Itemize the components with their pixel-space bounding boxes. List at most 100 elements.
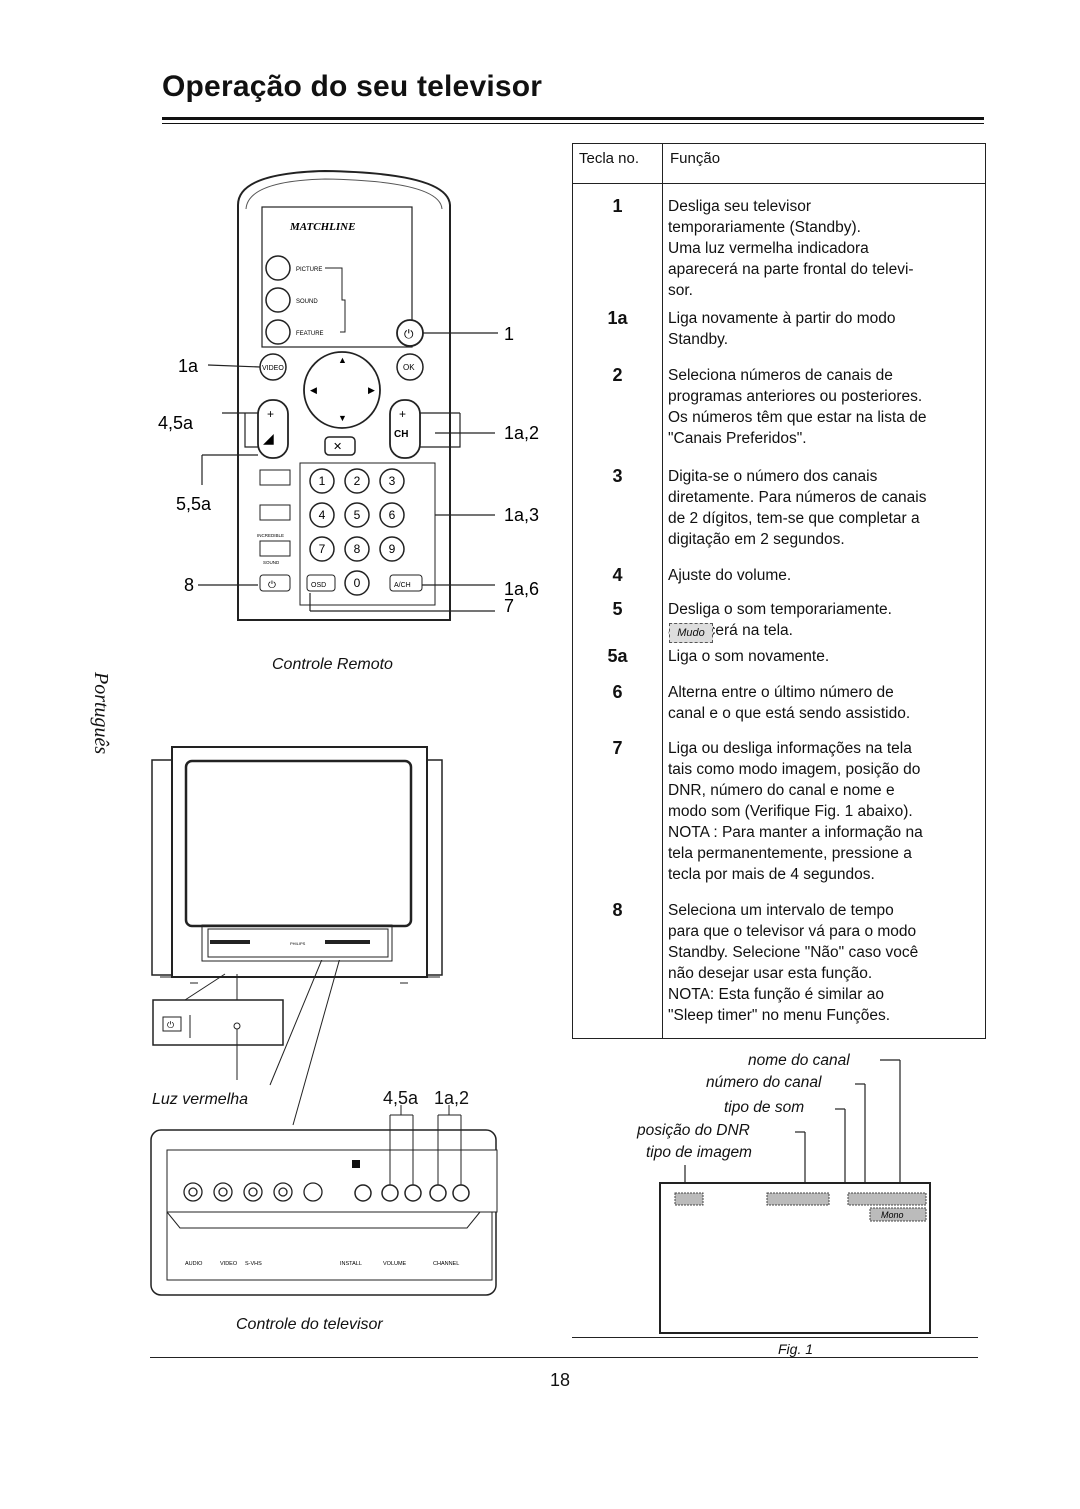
row-key: 8: [612, 900, 623, 920]
ok-label: OK: [403, 363, 415, 372]
row-key: 7: [612, 738, 623, 758]
row-key: 5a: [607, 646, 628, 666]
language-side-tab: Português: [78, 672, 118, 832]
digit-8-button[interactable]: [344, 536, 370, 562]
digit-6-label: 6: [389, 508, 396, 522]
row-key: 6: [612, 682, 623, 702]
row-key: 5: [612, 599, 623, 619]
volume-icon: ◢: [263, 430, 274, 446]
remote-caption: Controle Remoto: [272, 656, 393, 673]
sound-type-indicator: [869, 1207, 927, 1222]
title-rule: [162, 117, 984, 120]
row-key: 3: [612, 466, 623, 486]
volume-rocker[interactable]: [257, 399, 289, 459]
row-text: Liga o som novamente.: [668, 648, 830, 665]
luz-vermelha-label: Luz vermelha: [152, 1091, 249, 1108]
svhs-jack[interactable]: [303, 1182, 323, 1202]
callout-1a-3: 1a,3: [504, 505, 539, 525]
sleep-button[interactable]: [259, 574, 291, 592]
callout-7: 7: [504, 596, 514, 616]
row-key: 4: [612, 565, 623, 585]
sound-button[interactable]: [265, 287, 291, 313]
label-tipo-imagem: tipo de imagem: [646, 1144, 752, 1161]
digit-0-button[interactable]: [344, 570, 370, 596]
digit-3-label: 3: [389, 474, 396, 488]
mute-button[interactable]: [324, 436, 356, 456]
sound-label: SOUND: [296, 299, 318, 305]
navigation-pad[interactable]: [303, 351, 381, 429]
video-label: VIDEO: [262, 365, 284, 372]
label-nome-canal: nome do canal: [748, 1052, 850, 1069]
row-text: Alterna entre o último número de canal e…: [668, 684, 911, 722]
digit-7-button[interactable]: [309, 536, 335, 562]
panel-label-video: VIDEO: [220, 1261, 238, 1267]
footer-rule: [150, 1357, 978, 1358]
volume-plus-button[interactable]: [404, 1184, 422, 1202]
panel-label-audio: AUDIO: [185, 1261, 203, 1267]
row-text: Desliga o som temporariamente. aparecerá…: [668, 601, 892, 639]
panel-label-svhs: S-VHS: [245, 1261, 262, 1267]
row-text: Liga novamente à partir do modo Standby.: [668, 310, 896, 348]
fig1-rule: [572, 1337, 978, 1338]
callout-1a: 1a: [178, 356, 199, 376]
title-rule-thin: [162, 123, 984, 124]
table-header-key: Tecla no.: [579, 144, 663, 184]
callout-8: 8: [184, 575, 194, 595]
osd-label: OSD: [311, 582, 326, 589]
feature-button[interactable]: [265, 319, 291, 345]
digit-1-button[interactable]: [309, 468, 335, 494]
digit-6-button[interactable]: [379, 502, 405, 528]
power-switch-icon: ⏻: [167, 1020, 174, 1030]
tv-callout-1a-2: 1a,2: [434, 1088, 470, 1108]
channel-up-icon: +: [399, 407, 406, 421]
arrow-down-icon: ▼: [338, 413, 347, 423]
digit-2-label: 2: [354, 474, 361, 488]
channel-rocker[interactable]: [389, 399, 421, 459]
label-tipo-som: tipo de som: [724, 1099, 805, 1116]
table-divider: [662, 144, 663, 1038]
panel-label-channel: CHANNEL: [433, 1261, 459, 1267]
install-button[interactable]: [354, 1184, 372, 1202]
digit-4-label: 4: [319, 508, 326, 522]
digit-4-button[interactable]: [309, 502, 335, 528]
row-text: Seleciona números de canais de programas…: [668, 367, 927, 447]
digit-9-button[interactable]: [379, 536, 405, 562]
channel-plus-button[interactable]: [452, 1184, 470, 1202]
table-header-func: Função: [670, 150, 721, 167]
callout-1: 1: [504, 324, 514, 344]
ch-label: CH: [394, 429, 408, 440]
ok-button[interactable]: [396, 353, 424, 381]
volume-minus-button[interactable]: [381, 1184, 399, 1202]
picture-button[interactable]: [265, 255, 291, 281]
page-number: 18: [550, 1370, 571, 1390]
picture-type-indicator: [674, 1192, 704, 1206]
digit-2-button[interactable]: [344, 468, 370, 494]
feature-label: FEATURE: [296, 331, 324, 337]
dual-screen-button[interactable]: [259, 504, 291, 521]
ach-button[interactable]: [389, 574, 423, 592]
incredible-sound-button[interactable]: [259, 540, 291, 557]
remote-control-illustration: MATCHLINE PICTURE SOUND FEATURE ⏻ VIDEO …: [158, 169, 539, 621]
brand-text: MATCHLINE: [289, 221, 355, 233]
tv-brand-label: PHILIPS: [290, 941, 306, 946]
arrow-up-icon: ▲: [338, 355, 347, 365]
label-posicao-dnr: posição do DNR: [637, 1122, 750, 1139]
ach-label: A/CH: [394, 582, 411, 589]
picture-format-button[interactable]: [259, 469, 291, 486]
digit-3-button[interactable]: [379, 468, 405, 494]
row-text: Desliga seu televisor temporariamente (S…: [668, 198, 914, 299]
side-tab-label: Português: [90, 672, 112, 755]
tv-front-panel-illustration: ⏻ AUDIO VIDEO S-VHS: [150, 960, 498, 1296]
power-switch[interactable]: [162, 1016, 182, 1032]
channel-minus-button[interactable]: [429, 1184, 447, 1202]
label-numero-canal: número do canal: [706, 1074, 822, 1091]
osd-button[interactable]: [306, 574, 336, 592]
row-key: 2: [612, 365, 623, 385]
fig1-screen-illustration: Mono: [659, 1059, 931, 1334]
digit-5-button[interactable]: [344, 502, 370, 528]
callout-5-5a: 5,5a: [176, 494, 212, 514]
callout-4-5a: 4,5a: [158, 413, 194, 433]
function-table: Tecla no. Função 1 Desliga seu televisor…: [572, 143, 986, 1039]
dnr-indicator: [766, 1192, 830, 1206]
volume-up-icon: +: [267, 407, 274, 421]
